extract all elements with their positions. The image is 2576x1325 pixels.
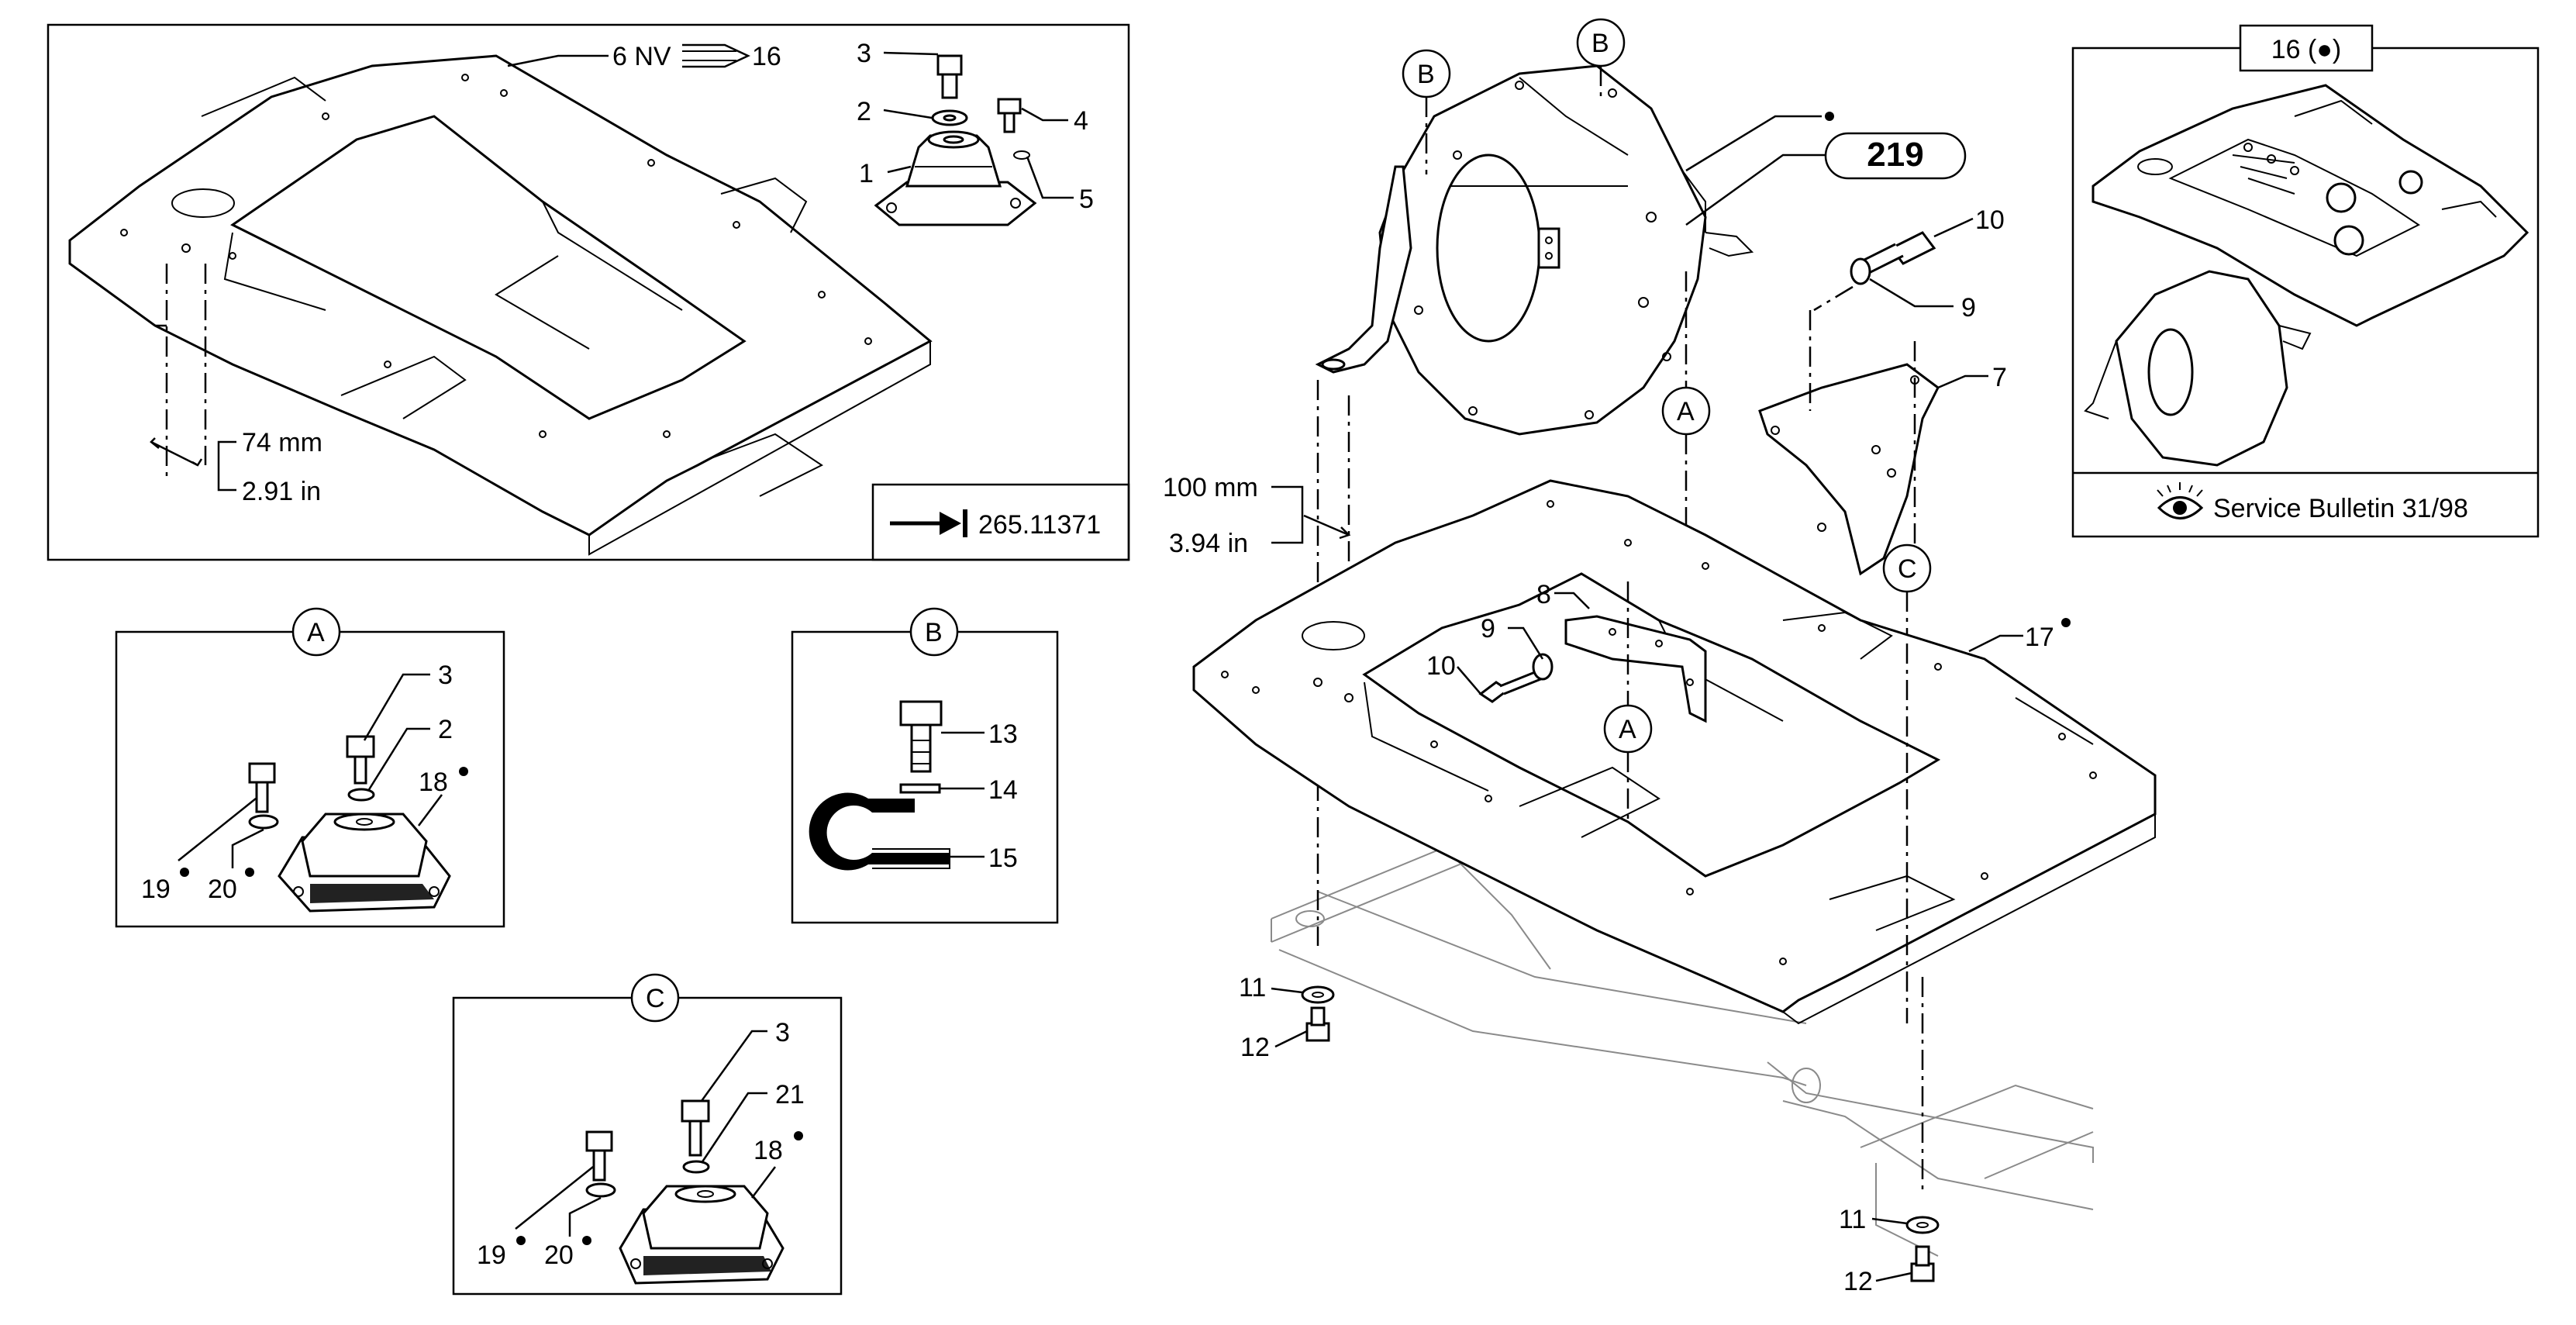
- detail-panel-b: B 13 14 15: [791, 607, 1059, 924]
- part-19-c: 19: [477, 1240, 506, 1270]
- part-20-c: 20: [544, 1240, 574, 1270]
- part-3-a: 3: [438, 661, 453, 690]
- eye-icon: [2157, 482, 2204, 519]
- part-14-b: 14: [988, 775, 1018, 805]
- part-18-a: 18: [419, 768, 448, 797]
- part-13-b: 13: [988, 719, 1018, 749]
- part-10-top-main: 10: [1975, 205, 2005, 235]
- inset-title: 16 (●): [2271, 35, 2341, 64]
- dim-100mm: 100 mm: [1163, 473, 1258, 502]
- part-19-a: 19: [141, 875, 171, 904]
- rubber-mount-c: [585, 1099, 785, 1285]
- dot-icon: [459, 767, 468, 776]
- dot-icon: [245, 868, 254, 877]
- part-21-c: 21: [775, 1080, 805, 1109]
- dot-icon: [582, 1236, 591, 1245]
- part-2-top: 2: [857, 97, 871, 126]
- dim-3-94in: 3.94 in: [1169, 529, 1248, 558]
- dim-2-91in: 2.91 in: [242, 477, 321, 506]
- dim-74mm: 74 mm: [242, 428, 322, 457]
- service-bulletin: Service Bulletin 31/98: [2213, 494, 2468, 523]
- detail-panel-c: C 3 21 18 19 20: [452, 973, 843, 1296]
- part-4-top: 4: [1074, 106, 1088, 136]
- part-1-top: 1: [859, 159, 874, 188]
- part-12-left: 12: [1240, 1033, 1270, 1062]
- part-3-top: 3: [857, 39, 871, 68]
- part-17-main: 17: [2025, 623, 2054, 652]
- rubber-mount-a: [248, 735, 451, 913]
- part-18-c: 18: [753, 1136, 783, 1165]
- part-20-a: 20: [208, 875, 237, 904]
- part-3-c: 3: [775, 1018, 790, 1047]
- part-9-top-main: 9: [1961, 293, 1976, 323]
- callout-16: 16: [752, 42, 781, 71]
- part-2-a: 2: [438, 715, 453, 744]
- flywheel-housing: [1315, 64, 1754, 436]
- inset-panel-16: 16 (●) Service Bulletin 31/98: [2071, 24, 2540, 538]
- dot-icon: [2061, 618, 2071, 627]
- circle-a-lower: A: [1619, 715, 1636, 744]
- part-7-main: 7: [1992, 363, 2007, 392]
- dot-icon: [516, 1236, 526, 1245]
- part-11-right: 11: [1839, 1205, 1866, 1234]
- part-15-b: 15: [988, 844, 1018, 873]
- part-9-lower-main: 9: [1481, 614, 1495, 644]
- bracket-7: [1758, 363, 1940, 576]
- bracket-8: [1564, 615, 1707, 723]
- bolt-12-right: [1905, 1216, 1940, 1282]
- circle-c: C: [1898, 554, 1917, 584]
- dot-icon: [1825, 112, 1834, 121]
- part-12-right: 12: [1843, 1267, 1873, 1296]
- part-8-main: 8: [1536, 580, 1551, 609]
- bolt-10-top: [1850, 231, 1936, 285]
- circle-a-upper: A: [1677, 397, 1695, 426]
- mount-assembly-top: [874, 54, 1037, 226]
- part-10-lower-main: 10: [1426, 651, 1456, 681]
- callout-6-nv: 6 NV: [612, 42, 671, 71]
- panel-c-title: C: [646, 984, 665, 1013]
- ref-265-11371: 265.11371: [978, 510, 1101, 540]
- inset-assembly: [2084, 84, 2529, 467]
- dot-icon: [180, 868, 189, 877]
- top-left-panel: 74 mm 2.91 in 6 NV 16 3 2: [47, 23, 1130, 561]
- part-5-top: 5: [1079, 185, 1094, 214]
- panel-b-title: B: [925, 618, 943, 647]
- part-11-left: 11: [1239, 973, 1266, 1002]
- detail-panel-a: A 3 2 18 19 20: [115, 607, 505, 928]
- background-chassis: [1271, 809, 2094, 1257]
- bolt-b: [899, 700, 943, 773]
- dot-icon: [794, 1131, 803, 1140]
- circle-b-left: B: [1417, 60, 1435, 89]
- arrow-to-bar-icon: [890, 509, 967, 537]
- bolt-10-lower: [1478, 653, 1554, 703]
- clamp-b: [809, 792, 950, 871]
- circle-b-right: B: [1591, 29, 1609, 58]
- ref-badge-219: 219: [1867, 136, 1923, 174]
- bolt-12-left: [1301, 985, 1335, 1042]
- main-exploded-view: B B 219 100 mm 3.94 in A: [1163, 18, 2157, 1296]
- frame-plate-top-left: [68, 54, 933, 556]
- panel-a-title: A: [307, 618, 325, 647]
